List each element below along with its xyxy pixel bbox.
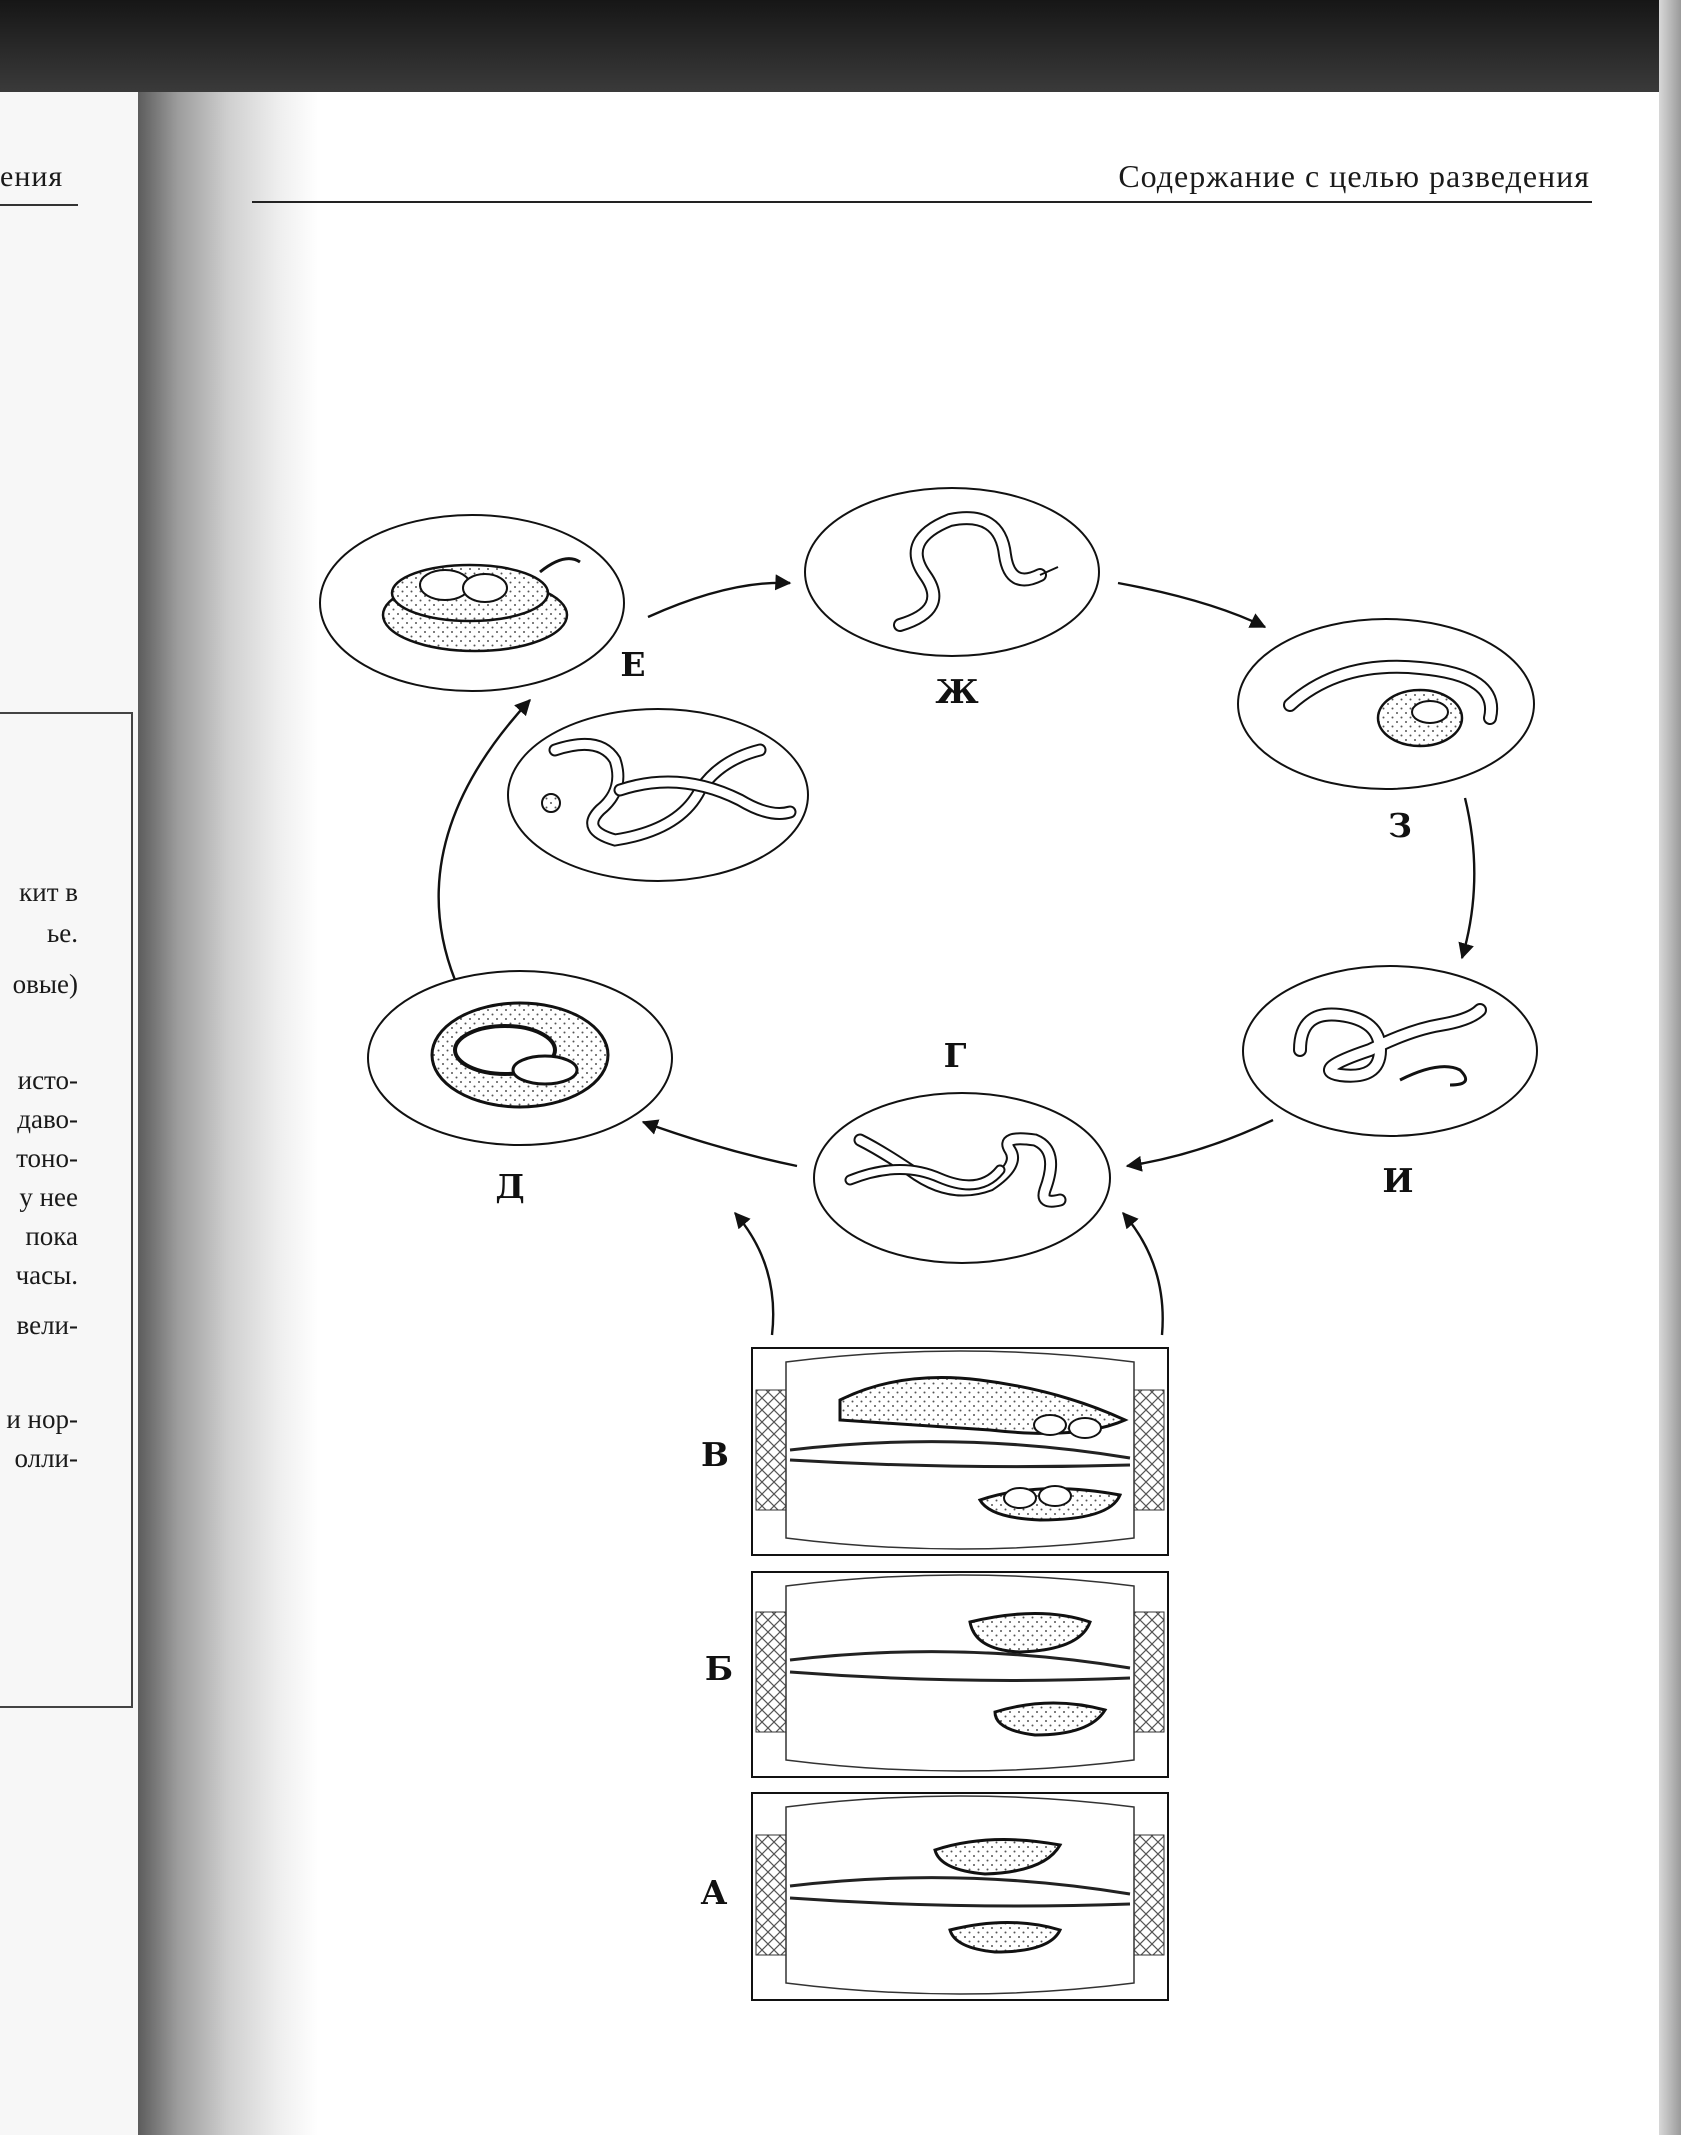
left-page-sidebar-box: [0, 712, 133, 1708]
stage-a-panel: [751, 1792, 1169, 2001]
left-page-line: часы.: [15, 1260, 78, 1290]
stage-zh-oval: [804, 487, 1100, 657]
stage-label-i: И: [1382, 1161, 1413, 1200]
stage-e-oval: [319, 514, 625, 692]
left-page-line: исто-: [17, 1065, 78, 1095]
stage-z-oval: [1237, 618, 1535, 790]
stage-label-z: З: [1388, 806, 1412, 845]
scan-right-edge: [1659, 0, 1681, 2135]
stage-g-oval: [813, 1092, 1111, 1264]
stage-label-b: Б: [705, 1649, 733, 1688]
left-page: [0, 92, 140, 2135]
left-page-line: у нее: [19, 1182, 78, 1212]
cycle-arrow-v-to-g-right: [1122, 1211, 1164, 1336]
cycle-arrow-z-to-i: [1458, 797, 1476, 960]
stage-f-mating-oval: [507, 708, 809, 882]
cycle-arrow-zh-to-z: [1117, 581, 1267, 629]
stage-i-oval: [1242, 965, 1538, 1137]
stage-label-e: Е: [620, 645, 645, 684]
cycle-arrow-i-to-g: [1125, 1118, 1274, 1172]
left-page-header: ения: [0, 160, 64, 193]
cycle-arrow-g-to-d: [641, 1119, 798, 1168]
left-page-line: тоно-: [16, 1143, 78, 1173]
book-spine-shadow: [138, 80, 318, 2135]
stage-b-panel: [751, 1571, 1169, 1778]
stage-label-a: А: [701, 1873, 728, 1912]
left-page-line: и нор-: [6, 1404, 78, 1434]
left-page-line: овые): [12, 969, 78, 999]
stage-d-oval: [367, 970, 673, 1146]
scan-top-edge: [0, 0, 1681, 92]
left-page-line: ье.: [46, 918, 78, 948]
cycle-arrow-e-to-zh: [647, 574, 792, 619]
left-page-line: кит в: [19, 877, 78, 907]
cycle-arrow-v-to-g-left: [734, 1211, 775, 1336]
stage-v-panel: [751, 1347, 1169, 1556]
stage-label-g: Г: [944, 1036, 967, 1075]
left-page-line: вели-: [16, 1310, 79, 1340]
header-rule: [252, 201, 1592, 203]
left-page-rule: [0, 204, 78, 206]
left-page-line: пока: [25, 1221, 78, 1251]
stage-label-v: В: [701, 1435, 729, 1474]
stage-label-zh: Ж: [935, 672, 978, 711]
running-header: Содержание с целью разведения: [1118, 158, 1590, 194]
cycle-arrow-d-to-e: [437, 699, 531, 981]
left-page-line: даво-: [17, 1104, 78, 1134]
stage-label-d: Д: [495, 1167, 524, 1206]
left-page-line: олли-: [14, 1443, 78, 1473]
